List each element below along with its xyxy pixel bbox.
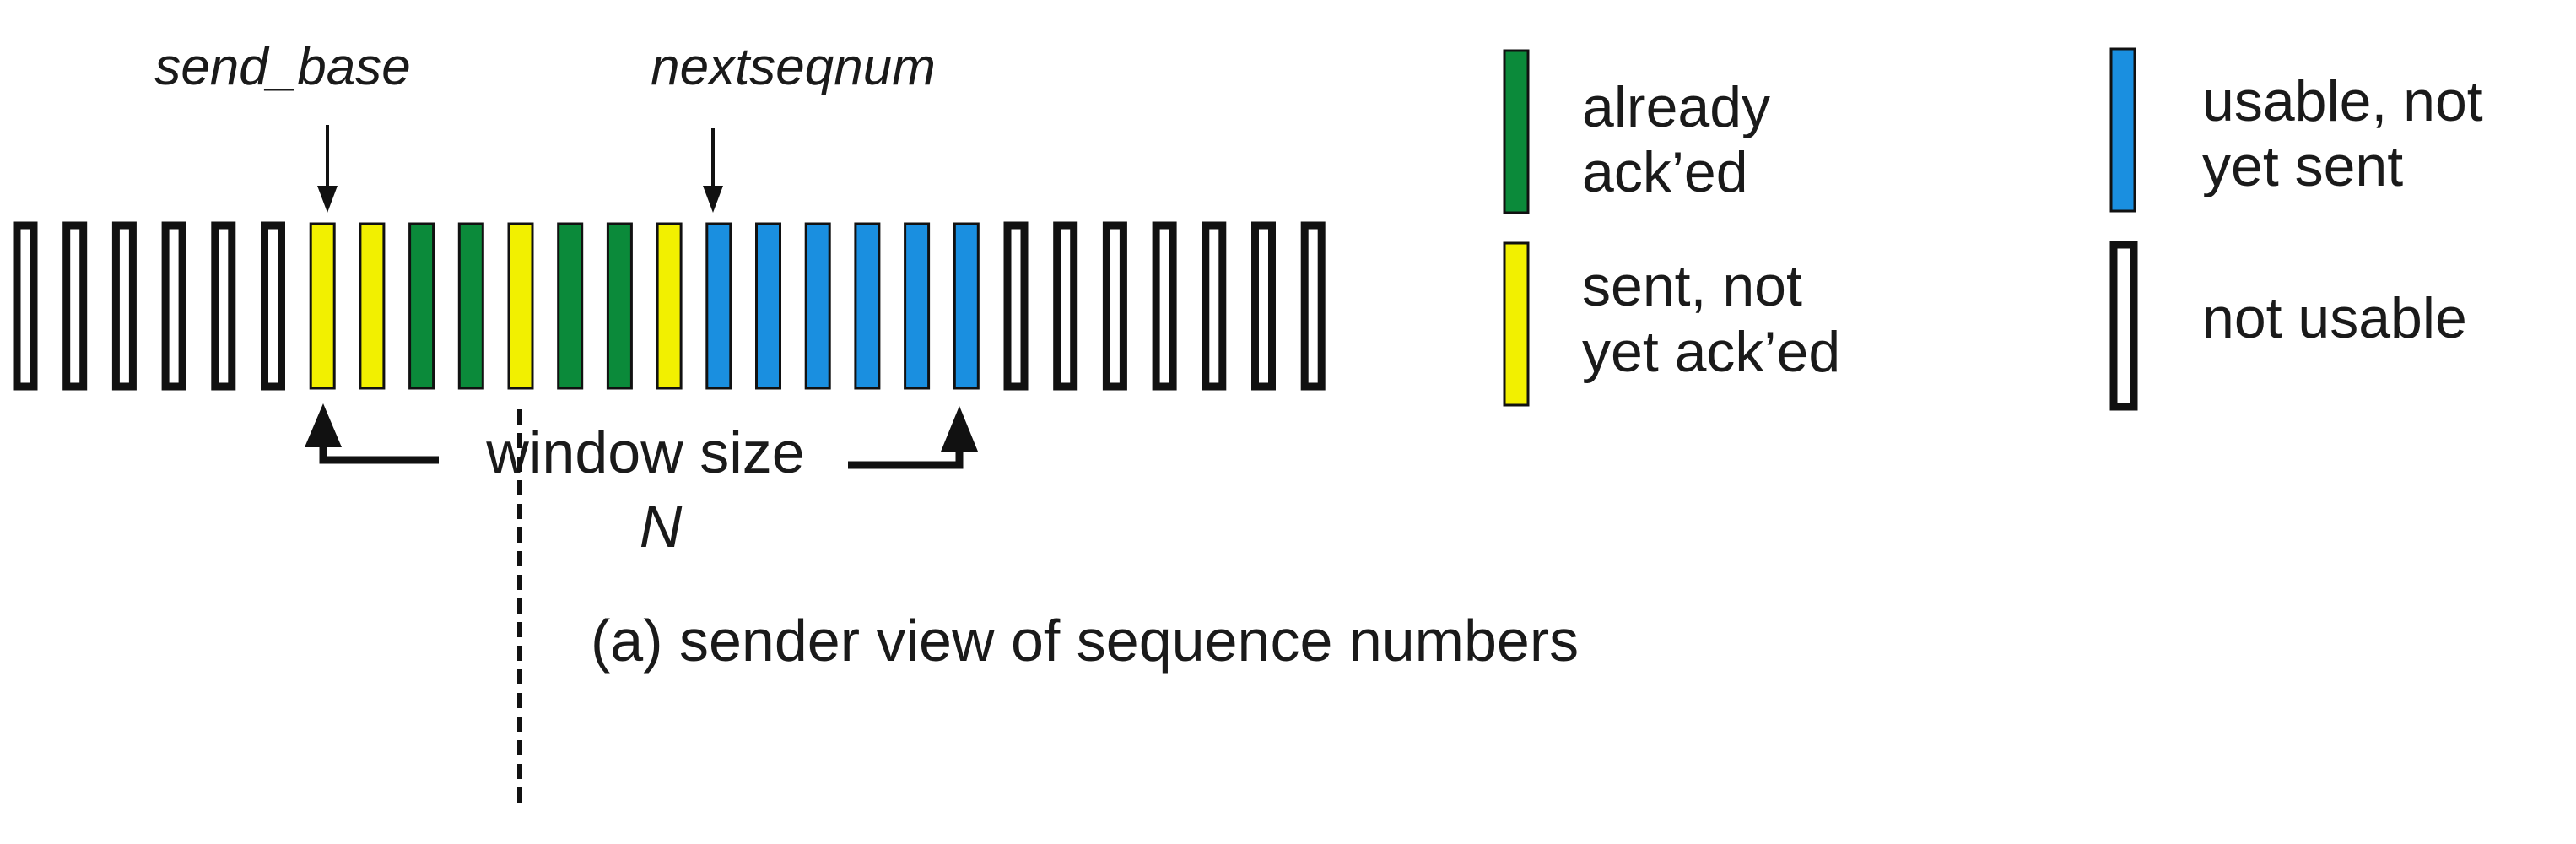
seq-slot-not-usable	[1053, 221, 1078, 391]
caption: (a) sender view of sequence numbers	[591, 608, 1579, 674]
seq-slot-acked	[457, 222, 484, 390]
window-size-bracket	[305, 403, 978, 469]
window-left-arrowhead	[305, 403, 342, 447]
seq-slot-usable-not-sent	[755, 222, 781, 390]
nextseqnum-label: nextseqnum	[651, 38, 936, 96]
seq-slot-not-usable	[1102, 221, 1127, 391]
seq-slot-not-usable	[111, 221, 137, 391]
seq-slot-usable-not-sent	[953, 222, 980, 390]
seq-slot-not-usable	[62, 221, 88, 391]
seq-slot-acked	[557, 222, 584, 390]
legend-swatch-acked	[1503, 49, 1530, 214]
window-right-bracket	[848, 447, 964, 469]
legend-label-usable-not-sent: usable, not yet sent	[2202, 69, 2499, 198]
legend-label-acked: already ack’ed	[1582, 75, 1786, 204]
legend-label-sent-not-acked: sent, not yet ack’ed	[1582, 254, 1840, 384]
nextseqnum-arrowhead	[703, 186, 723, 213]
send-base-label: send_base	[154, 38, 410, 96]
window-n-label: N	[640, 494, 683, 560]
seq-slot-not-usable	[1251, 221, 1276, 391]
legend-swatch-usable-not-sent	[2109, 47, 2136, 213]
seq-slot-sent-not-acked	[507, 222, 534, 390]
seq-slot-not-usable	[1003, 221, 1029, 391]
seq-slot-usable-not-sent	[804, 222, 831, 390]
seq-slot-sent-not-acked	[656, 222, 683, 390]
seq-slot-sent-not-acked	[359, 222, 386, 390]
seq-slot-not-usable	[1152, 221, 1177, 391]
send-base-arrowhead	[317, 186, 338, 213]
legend-swatch-not-usable	[2109, 241, 2138, 411]
legend-swatch-sent-not-acked	[1503, 241, 1530, 407]
seq-slot-sent-not-acked	[309, 222, 336, 390]
sequence-number-space	[13, 221, 1326, 391]
window-left-bracket	[319, 443, 439, 464]
seq-slot-usable-not-sent	[705, 222, 732, 390]
seq-slot-not-usable	[161, 221, 186, 391]
seq-slot-acked	[606, 222, 633, 390]
seq-slot-usable-not-sent	[854, 222, 881, 390]
window-right-arrowhead	[941, 406, 978, 452]
window-size-label: window size	[485, 419, 804, 485]
seq-slot-not-usable	[1300, 221, 1326, 391]
seq-slot-usable-not-sent	[904, 222, 931, 390]
seq-slot-not-usable	[211, 221, 236, 391]
seq-slot-not-usable	[1202, 221, 1227, 391]
seq-slot-acked	[408, 222, 435, 390]
legend: already ack’ed usable, not yet sent sent…	[1503, 47, 2499, 411]
seq-slot-not-usable	[13, 221, 38, 391]
legend-label-not-usable: not usable	[2202, 286, 2467, 350]
seq-slot-not-usable	[261, 221, 285, 391]
